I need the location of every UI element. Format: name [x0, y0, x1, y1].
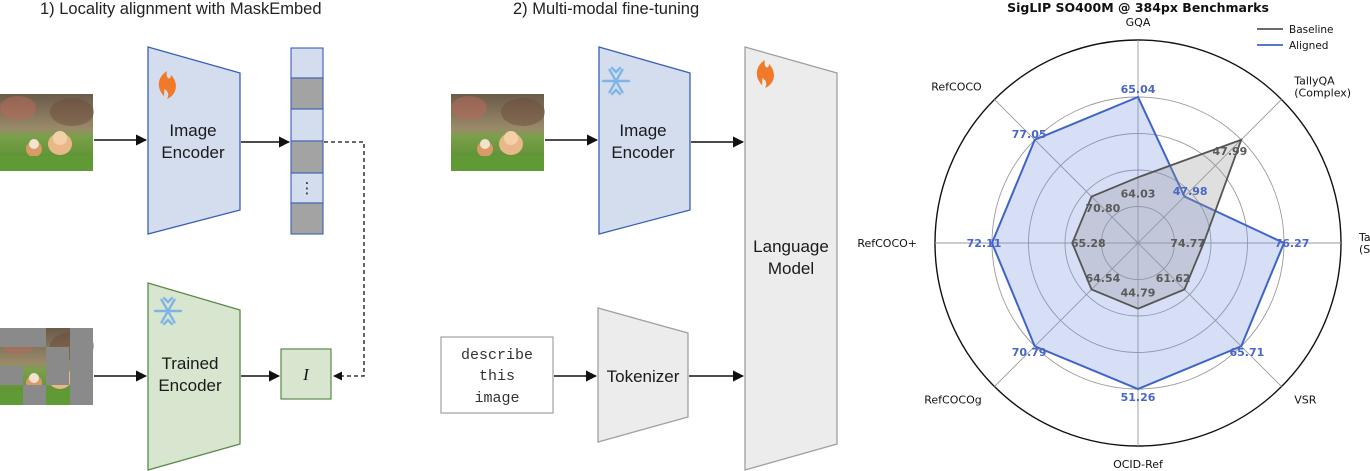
data-label-aligned: 70.79 [1012, 346, 1047, 359]
legend-label-aligned: Aligned [1289, 40, 1328, 52]
series-polygon-aligned [990, 95, 1286, 391]
radar-spoke [994, 242, 1139, 387]
data-label-aligned: 65.71 [1229, 346, 1264, 359]
image-encoder-label-2: Encoder [161, 143, 225, 162]
language-model-block [744, 46, 838, 471]
axis-label: TallyQA(Complex) [1293, 75, 1351, 100]
data-label-baseline: 64.03 [1121, 187, 1156, 200]
token-cell [290, 108, 324, 142]
data-label-aligned: 47.98 [1173, 185, 1208, 198]
token-embeddings-stack: ⋮ [290, 47, 324, 235]
chart-legend: Baseline Aligned [1257, 24, 1334, 52]
tokenizer-block [597, 307, 689, 443]
token-ellipsis: ⋮ [300, 179, 315, 197]
trained-encoder-label-1: Trained [161, 354, 218, 373]
language-model-label-1: Language [753, 237, 829, 256]
ft-image-encoder-label-2: Encoder [611, 143, 675, 162]
token-cell [290, 47, 324, 79]
data-label-aligned: 77.05 [1012, 128, 1047, 141]
finetune-title: 2) Multi-modal fine-tuning [513, 0, 699, 18]
radar-spoke [1137, 99, 1282, 244]
axis-label: RefCOCO+ [857, 237, 917, 250]
snowflake-icon [153, 296, 183, 326]
data-label-aligned: 72.11 [967, 237, 1002, 250]
data-label-aligned: 76.27 [1275, 237, 1310, 250]
series-polygon-baseline [1071, 138, 1243, 310]
data-label-aligned: 51.26 [1121, 391, 1156, 404]
language-model-label-2: Model [768, 259, 814, 278]
fire-icon [158, 71, 176, 99]
tokenizer-label: Tokenizer [607, 367, 680, 386]
trained-encoder-block [147, 282, 241, 471]
data-label-baseline: 65.28 [1071, 237, 1106, 250]
axis-label: RefCOCO [931, 81, 982, 94]
data-label-baseline: 64.54 [1085, 272, 1120, 285]
alignment-title: 1) Locality alignment with MaskEmbed [40, 0, 322, 18]
ft-image-encoder-block [598, 46, 691, 235]
masked-image-photo [0, 328, 94, 405]
axis-label: VSR [1294, 393, 1317, 406]
prompt-line-2: this [479, 368, 515, 385]
data-label-aligned: 65.04 [1121, 83, 1156, 96]
snowflake-icon [601, 66, 631, 96]
dashed-arrow-target [324, 141, 365, 381]
fire-icon [756, 60, 774, 88]
identity-symbol: I [302, 365, 310, 384]
axis-label: OCID-Ref [1113, 458, 1164, 471]
identity-box [280, 348, 332, 400]
token-cell-masked [290, 202, 324, 235]
ft-image-encoder-label-1: Image [619, 121, 666, 140]
prompt-line-3: image [474, 390, 519, 407]
trained-encoder-label-2: Encoder [158, 376, 222, 395]
prompt-line-1: describe [461, 347, 533, 364]
data-label-baseline: 70.80 [1085, 202, 1120, 215]
image-encoder-label-1: Image [169, 121, 216, 140]
token-cell-masked [290, 77, 324, 110]
radar-spoke [1137, 242, 1282, 387]
data-label-baseline: 47.99 [1213, 145, 1248, 158]
data-label-baseline: 74.77 [1170, 237, 1205, 250]
input-image-photo [0, 94, 94, 171]
axis-label: RefCOCOg [924, 393, 981, 406]
axis-label: TallyQA(Simple) [1358, 231, 1370, 256]
radar-spoke [994, 99, 1139, 244]
chart-title: SigLIP SO400M @ 384px Benchmarks [1007, 0, 1269, 15]
token-cell [290, 172, 324, 204]
prompt-text-box [440, 336, 554, 414]
image-encoder-block [147, 46, 241, 235]
data-label-baseline: 61.62 [1156, 272, 1191, 285]
finetune-image-photo [451, 94, 545, 171]
axis-label: GQA [1126, 16, 1151, 29]
data-label-baseline: 44.79 [1121, 287, 1156, 300]
legend-label-baseline: Baseline [1289, 24, 1334, 36]
token-cell-masked [290, 140, 324, 174]
